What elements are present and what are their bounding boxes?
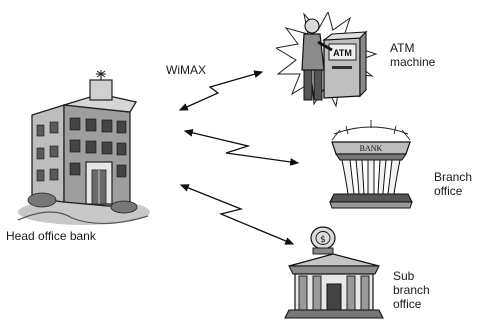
branch-label-line1: Branch	[434, 170, 473, 184]
sub-branch-label-line2: branch	[393, 283, 430, 297]
link-head-office-to-branch	[183, 129, 300, 166]
wimax-label: WiMAX	[166, 63, 206, 77]
atm-label-line2: machine	[390, 55, 436, 69]
sub-branch-office-bank-icon: $	[284, 226, 384, 319]
head-office-label: Head office bank	[6, 229, 96, 243]
atm-machine-icon: ATM	[276, 12, 378, 108]
link-head-office-to-atm	[178, 70, 264, 111]
head-office-building-icon	[17, 70, 150, 225]
branch-label-line2: office	[434, 184, 463, 198]
sub-branch-label-line1: Sub	[393, 269, 415, 283]
sub-branch-label-line3: office	[393, 297, 422, 311]
svg-text:$: $	[320, 235, 326, 245]
branch-office-bank-icon: BANK	[329, 120, 413, 209]
branch-sign-text: BANK	[360, 144, 383, 153]
atm-sign-text: ATM	[333, 48, 352, 58]
link-head-office-to-sub-branch	[179, 184, 295, 245]
atm-label-line1: ATM	[390, 41, 415, 55]
